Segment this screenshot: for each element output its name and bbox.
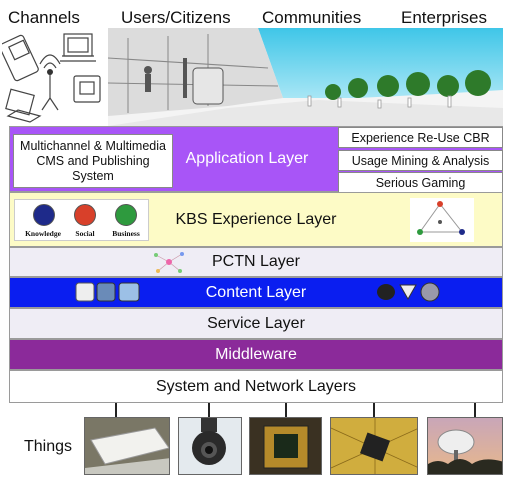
thing-camera-image	[178, 417, 242, 475]
system-network-label: System and Network Layers	[155, 377, 357, 395]
kbs-circles-panel: Knowledge Social Business	[14, 199, 149, 241]
cms-publishing-box: Multichannel & Multimedia CMS and Publis…	[13, 134, 173, 188]
knowledge-circle	[33, 204, 55, 226]
pctn-layer: PCTN Layer	[9, 247, 503, 277]
channels-devices-illustration	[2, 33, 101, 123]
connector-line	[285, 403, 287, 419]
knowledge-label: Knowledge	[25, 229, 61, 238]
business-label: Business	[112, 229, 140, 238]
serious-gaming-box: Serious Gaming	[338, 172, 503, 193]
application-layer-label: Application Layer	[185, 150, 309, 167]
media-apps-icon	[75, 282, 140, 302]
service-layer-label: Service Layer	[207, 314, 305, 332]
network-graph-icon	[154, 252, 184, 273]
communities-label: Communities	[262, 8, 362, 27]
usage-mining-box: Usage Mining & Analysis	[338, 150, 503, 171]
middleware-layer: Middleware	[9, 339, 503, 370]
kbs-triangle-diagram-icon	[410, 198, 474, 242]
pctn-layer-label: PCTN Layer	[211, 253, 301, 270]
system-network-layer: System and Network Layers	[9, 370, 503, 403]
content-layer-label: Content Layer	[205, 283, 307, 301]
thing-satellite-dish-image	[427, 417, 503, 475]
connector-line	[373, 403, 375, 419]
things-label: Things	[24, 438, 73, 455]
kbs-experience-layer-label: KBS Experience Layer	[175, 210, 337, 228]
thing-chip-image	[249, 417, 322, 475]
connector-line	[208, 403, 210, 419]
users-citizens-label: Users/Citizens	[121, 8, 231, 27]
connector-line	[474, 403, 476, 419]
business-circle	[115, 204, 137, 226]
enterprises-label: Enterprises	[401, 8, 487, 27]
thing-sensor-device-image	[84, 417, 170, 475]
service-layer: Service Layer	[9, 308, 503, 339]
experience-reuse-cbr-box: Experience Re-Use CBR	[338, 127, 503, 148]
social-circle	[74, 204, 96, 226]
social-label: Social	[75, 229, 95, 238]
thing-microcontroller-image	[330, 417, 418, 475]
chat-comms-icon	[377, 282, 440, 302]
city-street-illustration	[108, 28, 503, 126]
middleware-label: Middleware	[215, 345, 297, 363]
channels-label: Channels	[8, 8, 80, 27]
connector-line	[115, 403, 117, 419]
